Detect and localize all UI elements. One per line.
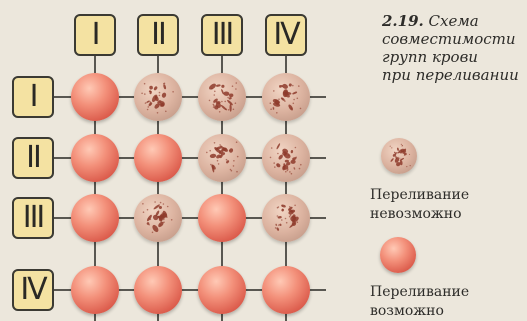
legend-possible-symbol: [380, 237, 416, 273]
cell-r3-c3-possible: [198, 194, 246, 242]
caption-number: 2.19.: [382, 12, 424, 30]
column-header-3: III: [201, 14, 243, 56]
cell-r3-c4-impossible: [262, 194, 310, 242]
cell-r4-c3-possible: [198, 266, 246, 314]
legend-impossible-label: Переливание невозможно: [370, 186, 520, 224]
figure-caption: 2.19. Схема совместимости групп крови пр…: [382, 12, 527, 84]
cell-r2-c3-impossible: [198, 134, 246, 182]
row-header-4: IV: [12, 269, 54, 311]
cell-r3-c2-impossible: [134, 194, 182, 242]
cell-r1-c1-possible: [71, 73, 119, 121]
cell-r4-c4-possible: [262, 266, 310, 314]
row-header-3: III: [12, 197, 54, 239]
cell-r2-c4-impossible: [262, 134, 310, 182]
cell-r1-c3-impossible: [198, 73, 246, 121]
cell-r1-c2-impossible: [134, 73, 182, 121]
legend-impossible-symbol: [381, 138, 417, 174]
row-header-1: I: [12, 76, 54, 118]
cell-r4-c2-possible: [134, 266, 182, 314]
column-header-2: II: [137, 14, 179, 56]
cell-r4-c1-possible: [71, 266, 119, 314]
column-header-4: IV: [265, 14, 307, 56]
cell-r3-c1-possible: [71, 194, 119, 242]
row-header-2: II: [12, 137, 54, 179]
column-header-1: I: [74, 14, 116, 56]
cell-r1-c4-impossible: [262, 73, 310, 121]
legend-possible-label: Переливание возможно: [370, 283, 520, 321]
cell-r2-c1-possible: [71, 134, 119, 182]
cell-r2-c2-possible: [134, 134, 182, 182]
